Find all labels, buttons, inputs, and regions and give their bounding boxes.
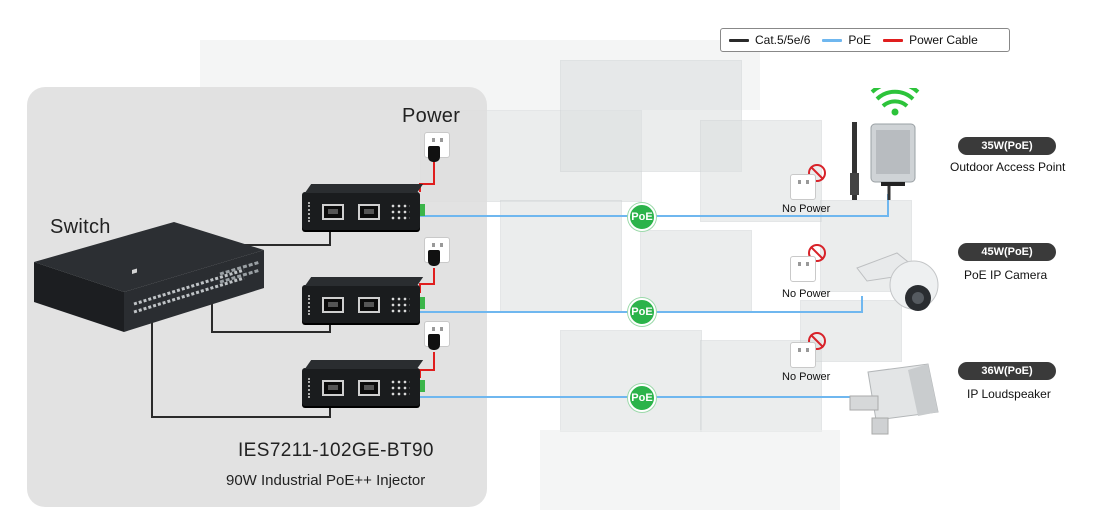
no-power-icon [808, 332, 826, 350]
poe-injector-1 [302, 184, 425, 230]
horn-speaker-icon [849, 363, 939, 435]
poe-badge: PoE [628, 298, 656, 326]
device-label-speaker: IP Loudspeaker [967, 387, 1051, 401]
power-tag: 35W(PoE) [958, 137, 1056, 155]
power-cable-2 [419, 268, 435, 293]
cat-cable-3 [151, 315, 331, 418]
switch-label: Switch [50, 216, 111, 238]
device-label-access-point: Outdoor Access Point [950, 160, 1066, 174]
legend-item-power: Power Cable [883, 33, 978, 47]
legend-item-cat: Cat.5/5e/6 [729, 33, 810, 47]
no-power-icon [808, 164, 826, 182]
power-cable-3 [419, 352, 435, 378]
no-power-label: No Power [782, 288, 831, 300]
poe-cable-1 [420, 194, 889, 217]
power-plug [428, 334, 440, 350]
no-power-icon [808, 244, 826, 262]
legend-swatch [729, 38, 749, 42]
unpowered-outlet [790, 342, 816, 368]
product-label: 90W Industrial PoE++ Injector [226, 472, 426, 489]
power-plug [428, 250, 440, 266]
power-label: Power [402, 105, 461, 127]
power-tag: 45W(PoE) [958, 243, 1056, 261]
legend-swatch [883, 38, 904, 42]
power-cable-1 [419, 160, 435, 192]
power-plug [428, 146, 440, 162]
legend-label: PoE [848, 33, 872, 47]
poe-injector-3 [302, 360, 425, 406]
device-label-camera: PoE IP Camera [964, 268, 1048, 282]
poe-badge: PoE [628, 384, 656, 412]
unpowered-outlet [790, 174, 816, 200]
legend-item-poe: PoE [822, 33, 871, 47]
power-tag: 36W(PoE) [958, 362, 1056, 380]
poe-cable-2 [420, 296, 863, 313]
switch-device [34, 222, 264, 332]
access-point-icon [850, 88, 920, 200]
legend-label: Cat.5/5e/6 [755, 33, 811, 47]
no-power-label: No Power [782, 203, 831, 215]
poe-injector-2 [302, 277, 425, 323]
legend-swatch [822, 38, 843, 42]
unpowered-outlet [790, 256, 816, 282]
model-label: IES7211-102GE-BT90 [238, 440, 434, 461]
ptz-camera-icon [856, 252, 939, 311]
no-power-label: No Power [782, 371, 831, 383]
legend-label: Power Cable [909, 33, 978, 47]
legend: Cat.5/5e/6 PoE Power Cable [720, 28, 1010, 52]
poe-badge: PoE [628, 203, 656, 231]
